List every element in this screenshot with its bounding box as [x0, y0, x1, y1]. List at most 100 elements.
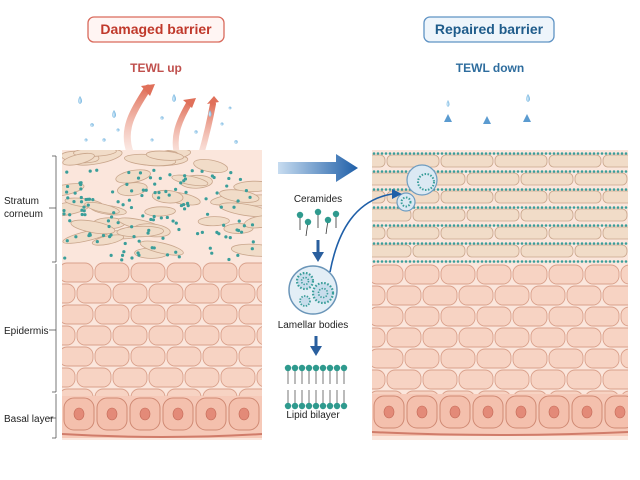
lipid-dot — [127, 198, 131, 202]
lamella-dot — [608, 260, 612, 263]
lamella-dot — [508, 170, 512, 173]
lipid-dot — [179, 181, 183, 185]
lamella-dot — [624, 224, 628, 227]
epidermal-cell — [220, 367, 256, 388]
lamella-dot — [520, 224, 524, 227]
lamella-dot — [504, 260, 508, 263]
repaired-skin-section — [372, 150, 628, 440]
lamella-dot — [588, 206, 592, 209]
lamella-dot — [536, 188, 540, 191]
epidermal-cell — [220, 283, 256, 304]
epidermal-cell — [62, 304, 94, 325]
epidermal-cell — [238, 304, 262, 325]
lamella-dot — [568, 188, 572, 191]
epidermal-cell — [602, 369, 628, 390]
lamella-dot — [504, 242, 508, 245]
lipid-dot — [238, 177, 243, 182]
lamella-dot — [420, 242, 424, 245]
corneocyte — [218, 202, 262, 218]
lipid-dot — [137, 239, 141, 243]
lamella-dot — [516, 242, 520, 245]
lamella-dot — [404, 260, 408, 263]
lamella-dot — [580, 260, 584, 263]
lamella-dot — [608, 206, 612, 209]
lamella-dot — [392, 206, 396, 209]
lamella-dot — [528, 188, 532, 191]
lamella-dot — [536, 170, 540, 173]
lamella-dot — [488, 170, 492, 173]
lamella-dot — [468, 260, 472, 263]
corneocyte — [440, 154, 494, 168]
lamella-dot — [604, 224, 608, 227]
corneocyte — [494, 226, 548, 240]
epidermal-cell — [23, 263, 57, 282]
lipid-dot — [204, 197, 208, 201]
lamella-dot — [436, 188, 440, 191]
lamella-dot — [456, 152, 460, 155]
lipid-dot — [83, 213, 87, 217]
lamella-dot — [436, 224, 440, 227]
lipid-dot — [112, 211, 116, 215]
lamella-dot — [384, 260, 388, 263]
corneocyte — [70, 219, 116, 235]
lamella-dot — [548, 188, 552, 191]
lamella-dot — [388, 188, 392, 191]
lamella-dot — [400, 152, 404, 155]
lamella-dot — [432, 260, 436, 263]
lamella-dot — [624, 260, 628, 263]
lamella-dot — [468, 242, 472, 245]
lamella-dot — [384, 206, 388, 209]
lamella-dot — [528, 242, 532, 245]
lamella-dot — [548, 152, 552, 155]
lamella-dot — [492, 152, 496, 155]
lamella-dot — [400, 242, 404, 245]
lipid-dot — [210, 251, 214, 255]
lamella-dot — [372, 170, 376, 173]
epidermal-cell — [94, 262, 130, 283]
lamella-dot — [536, 242, 540, 245]
lamella-dot — [376, 188, 380, 191]
lamella-dot — [392, 260, 396, 263]
lamella-dot — [524, 242, 528, 245]
lamella-dot — [512, 152, 516, 155]
lipid-dot — [116, 221, 120, 225]
lamella-dot — [512, 170, 516, 173]
lamella-dot — [596, 152, 600, 155]
lamella-dot — [544, 206, 548, 209]
lamella-dot — [532, 242, 536, 245]
damaged-skin-section — [23, 150, 262, 440]
epidermal-cell — [602, 285, 628, 306]
lipid-dot — [62, 212, 66, 216]
lipid-dot — [174, 221, 178, 225]
lamella-dot — [468, 188, 472, 191]
lipid-dot — [125, 182, 129, 186]
lamella-dot — [588, 242, 592, 245]
lamella-dot — [560, 242, 564, 245]
lamella-dot — [596, 224, 600, 227]
lamella-dot — [444, 242, 448, 245]
lipid-dot — [183, 174, 187, 178]
lipid-dot — [80, 208, 84, 212]
lipid-dot — [236, 253, 240, 257]
lamella-dot — [532, 188, 536, 191]
lamella-dot — [540, 170, 544, 173]
lamella-dot — [576, 188, 580, 191]
tewl-up-label: TEWL up — [130, 61, 182, 75]
lamella-dot — [612, 152, 616, 155]
corneocyte — [574, 208, 628, 222]
lipid-dot — [141, 188, 145, 192]
epidermal-cell — [202, 346, 238, 367]
corneocyte — [84, 201, 120, 214]
epidermal-cell — [548, 306, 584, 327]
lipid-head — [312, 402, 320, 410]
epidermal-cell — [440, 264, 476, 285]
lamella-dot — [424, 152, 428, 155]
lipid-dot — [132, 234, 136, 239]
lamella-dot — [592, 242, 596, 245]
lamella-dot — [624, 170, 628, 173]
lipid-head — [319, 364, 327, 372]
epidermal-cell — [23, 347, 57, 366]
lamella-dot — [592, 152, 596, 155]
lipid-bilayer-label: Lipid bilayer — [286, 410, 340, 421]
lamella-dot — [600, 260, 604, 263]
